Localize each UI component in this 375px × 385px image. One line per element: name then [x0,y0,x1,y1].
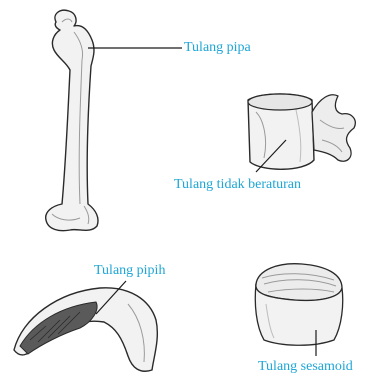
sesamoid-bone-illustration [255,264,342,346]
label-long-bone: Tulang pipa [184,40,251,56]
sesamoid-top-shape [256,264,342,301]
long-bone-shape [46,10,98,230]
flat-bone-illustration [14,288,157,371]
label-flat-bone: Tulang pipih [94,263,165,279]
long-bone-illustration [46,10,98,230]
vertebra-process-shape [312,95,355,161]
label-irregular-bone: Tulang tidak beraturan [174,177,301,193]
label-sesamoid-bone: Tulang sesamoid [258,359,353,375]
irregular-bone-illustration [248,94,355,169]
